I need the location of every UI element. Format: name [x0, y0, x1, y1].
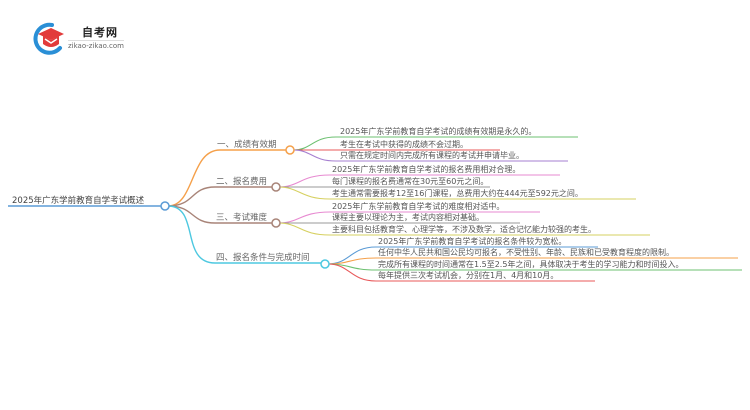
leaf-node[interactable]: 2025年广东学前教育自学考试的报名费用相对合理。 — [332, 165, 521, 174]
leaf-node[interactable]: 2025年广东学前教育自学考试的成绩有效期是永久的。 — [340, 127, 537, 136]
leaf-node[interactable]: 只需在规定时间内完成所有课程的考试并申请毕业。 — [340, 151, 524, 160]
mindmap-root[interactable]: 2025年广东学前教育自学考试概述 — [12, 196, 145, 206]
leaf-node[interactable]: 课程主要以理论为主，考试内容相对基础。 — [332, 213, 484, 222]
leaf-node[interactable]: 2025年广东学前教育自学考试的报名条件较为宽松。 — [378, 237, 567, 246]
leaf-node[interactable]: 每年提供三次考试机会，分别在1月、4月和10月。 — [378, 271, 559, 280]
logo-title: 自考网 — [82, 26, 118, 39]
branch-exam-difficulty[interactable]: 三、考试难度 — [216, 213, 268, 223]
leaf-node[interactable]: 完成所有课程的时间通常在1.5至2.5年之间，具体取决于考生的学习能力和时间投入… — [378, 260, 684, 269]
leaf-node[interactable]: 每门课程的报名费通常在30元至60元之间。 — [332, 177, 489, 186]
leaf-node[interactable]: 考生通常需要报考12至16门课程，总费用大约在444元至592元之间。 — [332, 189, 583, 198]
leaf-node[interactable]: 2025年广东学前教育自学考试的难度相对适中。 — [332, 202, 505, 211]
leaf-node[interactable]: 考生在考试中获得的成绩不会过期。 — [340, 140, 468, 149]
graduation-cap-icon — [33, 22, 64, 55]
root-collapse-toggle — [160, 201, 170, 211]
leaf-node[interactable]: 主要科目包括教育学、心理学等，不涉及数学，适合记忆能力较强的考生。 — [332, 225, 596, 234]
leaf-node[interactable]: 任何中华人民共和国公民均可报名，不受性别、年龄、民族和已受教育程度的限制。 — [378, 248, 674, 257]
site-logo[interactable]: 自考网 zikao-zikao.com — [30, 18, 180, 58]
branch-registration-fee[interactable]: 二、报名费用 — [216, 177, 268, 187]
branch-score-validity[interactable]: 一、成绩有效期 — [217, 140, 277, 150]
logo-subtitle: zikao-zikao.com — [68, 40, 124, 50]
branch-requirements-duration[interactable]: 四、报名条件与完成时间 — [216, 253, 310, 263]
